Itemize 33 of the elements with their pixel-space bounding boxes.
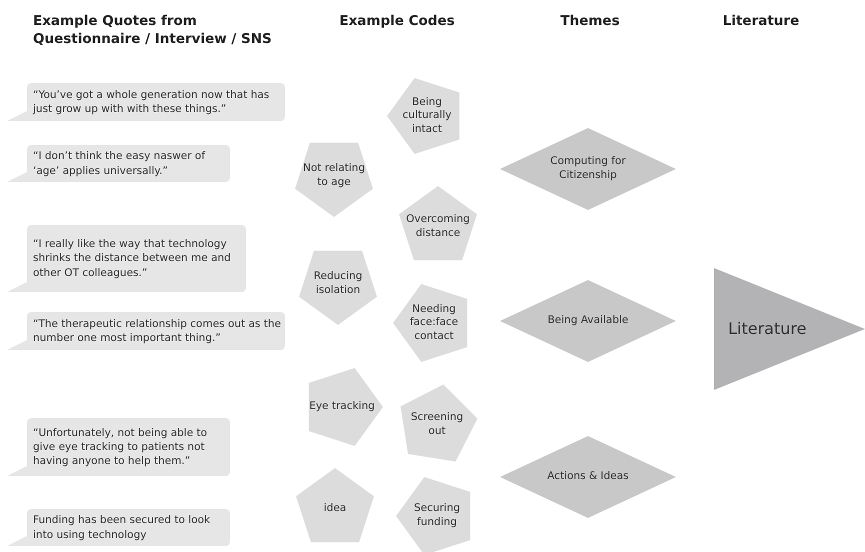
code-label: Screening out [410,410,464,439]
speech-bubble [7,145,230,182]
speech-bubble [7,418,230,476]
code-label: Being culturally intact [402,94,452,137]
quote-text: “I don’t think the easy naswer of ‘age’ applies universally.” [33,149,206,178]
column-heading: Example Quotes from Questionnaire / Interview / SNS [33,13,273,48]
code-label: idea [322,501,348,516]
speech-bubble [7,509,230,546]
quote-text: Funding has been secured to look into using technology [33,513,212,542]
theme-diamond [500,280,676,362]
theme-label: Computing for Citizenship [549,154,627,183]
column-heading: Literature [722,13,800,31]
quote-text: “Unfortunately, not being able to give eye tracking to patients not having anyone to help them.” [33,426,208,470]
quote-text: “You’ve got a whole generation now that has just grow up with with these things.” [33,88,270,117]
theme-label: Being Available [546,313,630,328]
column-heading: Example Codes [338,13,456,31]
code-label: Eye tracking [308,399,376,414]
code-label: Needing face:face contact [408,302,460,344]
literature-label: Literature [727,318,808,340]
code-label: Reducing isolation [312,269,364,298]
theme-diamond [500,128,676,210]
speech-bubble [7,225,246,292]
literature-triangle [714,268,865,390]
quote-text: “The therapeutic relationship comes out as the number one most important thing.” [33,316,281,346]
column-heading: Themes [559,13,621,31]
speech-bubble [7,83,285,121]
code-label: Overcoming distance [405,212,471,241]
theme-diamond [500,436,676,518]
code-label: Not relating to age [302,161,366,190]
quote-text: “I really like the way that technology shrinks the distance between me and other OT colleagues.” [33,237,232,281]
code-label: Securing funding [412,501,462,530]
speech-bubble [7,312,285,350]
theme-label: Actions & Ideas [546,469,630,484]
